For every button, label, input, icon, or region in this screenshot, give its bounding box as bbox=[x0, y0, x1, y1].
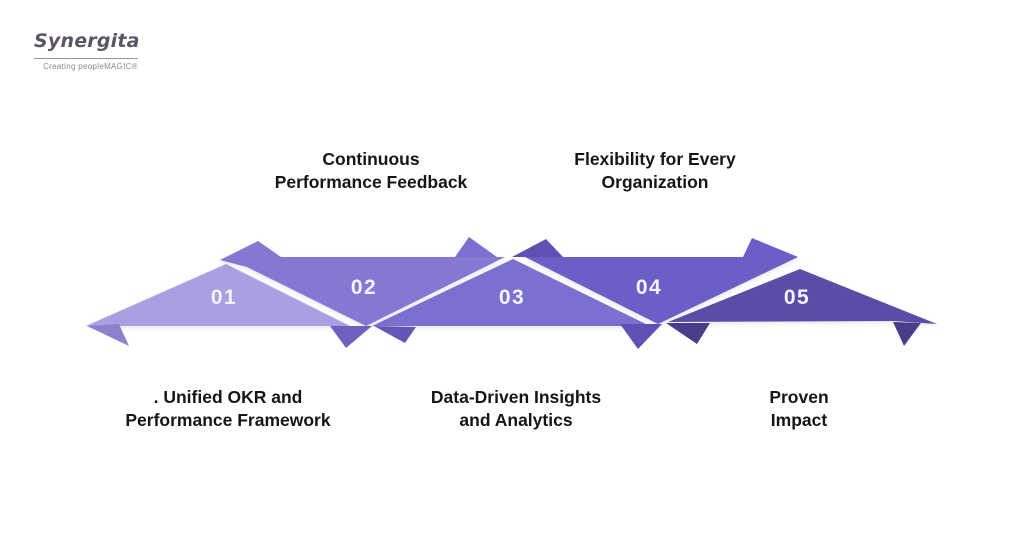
step-02-number: 02 bbox=[350, 276, 378, 299]
arrow-shape-03 bbox=[372, 259, 650, 326]
arrow-shape-01 bbox=[86, 264, 350, 326]
arrow-shape-02 bbox=[220, 241, 505, 326]
step-01-number: 01 bbox=[210, 286, 238, 309]
arrow-fold-03-top bbox=[455, 237, 497, 257]
arrow-fold-04-top bbox=[512, 239, 563, 257]
arrow-shape-05 bbox=[668, 269, 937, 324]
logo-divider bbox=[34, 58, 138, 59]
step-05-label: Proven Impact bbox=[769, 387, 829, 430]
arrow-fold-05-tip bbox=[893, 322, 921, 346]
step-05-number: 05 bbox=[783, 286, 811, 309]
arrow-shape-04 bbox=[525, 238, 798, 324]
brand-name: Synergita bbox=[34, 30, 140, 52]
arrow-fold-02 bbox=[330, 326, 372, 348]
step-03-number: 03 bbox=[498, 286, 526, 309]
arrow-fold-03-bottom bbox=[374, 326, 416, 343]
step-02-label: Continuous Performance Feedback bbox=[274, 149, 468, 192]
synergita-logo: Synergita Creating peopleMAGIC® bbox=[34, 26, 140, 71]
brand-tagline: Creating peopleMAGIC® bbox=[43, 62, 138, 71]
step-03-label: Data-Driven Insights and Analytics bbox=[430, 387, 602, 430]
step-01-label: . Unified OKR and Performance Framework bbox=[125, 387, 331, 430]
step-04-label: Flexibility for Every Organization bbox=[574, 149, 736, 192]
arrow-fold-04-bottom bbox=[620, 324, 662, 349]
arrow-fold-01 bbox=[87, 324, 129, 346]
arrow-fold-05-left bbox=[666, 323, 710, 344]
step-04-number: 04 bbox=[635, 276, 663, 299]
